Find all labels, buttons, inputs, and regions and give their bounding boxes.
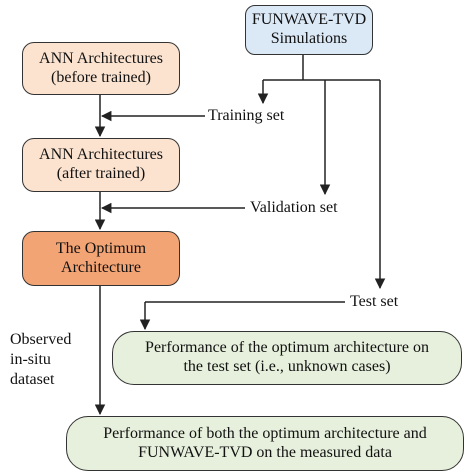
ann-after-trained-box: ANN Architectures (after trained) [22, 138, 180, 192]
perf-measured-line-1: Performance of both the optimum architec… [103, 424, 427, 442]
optimum-line-2: Architecture [61, 258, 141, 276]
funwave-sim-line-1: FUNWAVE-TVD [251, 11, 367, 29]
validation-set-label: Validation set [250, 199, 338, 217]
perf-test-line-2: the test set (i.e., unknown cases) [183, 358, 391, 375]
validation-set-text: Validation set [250, 199, 338, 216]
observed-line-2: in-situ [10, 351, 51, 368]
observed-line-3: dataset [10, 371, 55, 388]
training-set-text: Training set [208, 107, 285, 124]
performance-measured-data-box: Performance of both the optimum architec… [66, 416, 464, 471]
ann-before-trained-box: ANN Architectures (before trained) [22, 42, 180, 95]
observed-dataset-label: Observed in-situ dataset [10, 330, 71, 390]
perf-test-line-1: Performance of the optimum architecture … [145, 339, 429, 357]
observed-line-1: Observed [10, 331, 72, 348]
ann-after-line-2: (after trained) [56, 165, 146, 182]
funwave-simulations-box: FUNWAVE-TVD Simulations [245, 5, 373, 55]
ann-before-line-1: ANN Architectures [39, 49, 163, 67]
ann-before-line-2: (before trained) [51, 68, 151, 86]
training-set-label: Training set [208, 107, 284, 125]
optimum-line-1: The Optimum [55, 239, 147, 257]
test-set-label: Test set [350, 293, 398, 311]
test-set-text: Test set [350, 293, 399, 310]
perf-measured-line-2: FUNWAVE-TVD on the measured data [138, 443, 392, 461]
funwave-sim-line-2: Simulations [270, 30, 348, 47]
optimum-architecture-box: The Optimum Architecture [22, 231, 180, 286]
ann-after-line-1: ANN Architectures [39, 146, 163, 164]
performance-test-set-box: Performance of the optimum architecture … [112, 331, 462, 385]
